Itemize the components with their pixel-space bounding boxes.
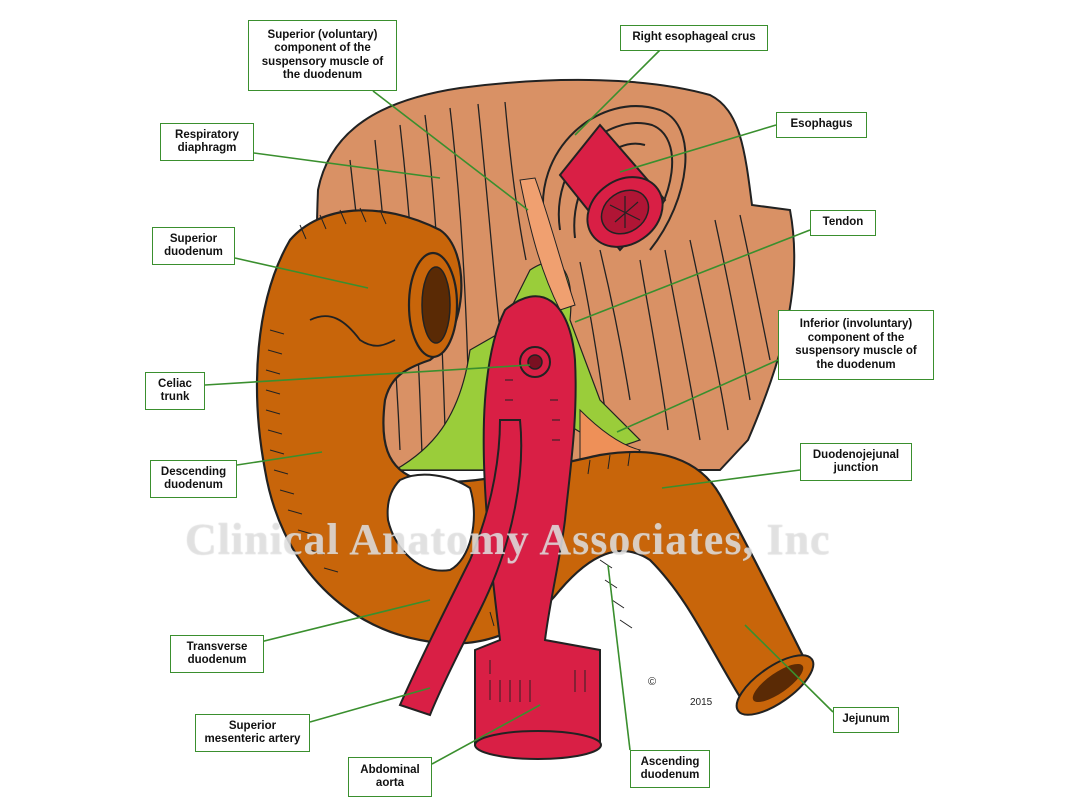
label-descending-duodenum: Descending duodenum <box>150 460 237 498</box>
duodenum-loop <box>255 209 807 707</box>
label-jejunum: Jejunum <box>833 707 899 733</box>
label-respiratory-diaphragm: Respiratory diaphragm <box>160 123 254 161</box>
label-transverse-duodenum: Transverse duodenum <box>170 635 264 673</box>
superior-duodenum-lumen <box>421 266 451 344</box>
duodenum-inner-gap <box>386 473 475 572</box>
signature-mark: © <box>648 676 657 688</box>
duodenum-fold-line <box>309 315 396 347</box>
artery-hatching <box>489 379 586 702</box>
label-inferior-involuntary-component: Inferior (involuntary) component of the … <box>778 310 934 380</box>
label-superior-voluntary-component: Superior (voluntary) component of the su… <box>248 20 397 91</box>
signature-year: 2015 <box>690 697 713 708</box>
label-esophagus: Esophagus <box>776 112 867 138</box>
label-right-esophageal-crus: Right esophageal crus <box>620 25 768 51</box>
label-celiac-trunk: Celiac trunk <box>145 372 205 410</box>
label-ascending-duodenum: Ascending duodenum <box>630 750 710 788</box>
leader-lines <box>204 49 834 765</box>
watermark-text: Clinical Anatomy Associates, Inc <box>185 515 831 564</box>
superior-voluntary-strip <box>519 177 576 311</box>
label-superior-duodenum: Superior duodenum <box>152 227 235 265</box>
esophagus-shape <box>558 123 667 252</box>
label-tendon: Tendon <box>810 210 876 236</box>
jejunum-lumen <box>752 663 804 703</box>
label-abdominal-aorta: Abdominal aorta <box>348 757 432 797</box>
label-duodenojejunal-junction: Duodenojejunal junction <box>800 443 912 481</box>
celiac-trunk-lumen <box>527 354 543 370</box>
superior-mesenteric-artery-shape <box>398 419 523 717</box>
aorta-bottom-opening <box>474 730 602 760</box>
label-superior-mesenteric-artery: Superior mesenteric artery <box>195 714 310 752</box>
